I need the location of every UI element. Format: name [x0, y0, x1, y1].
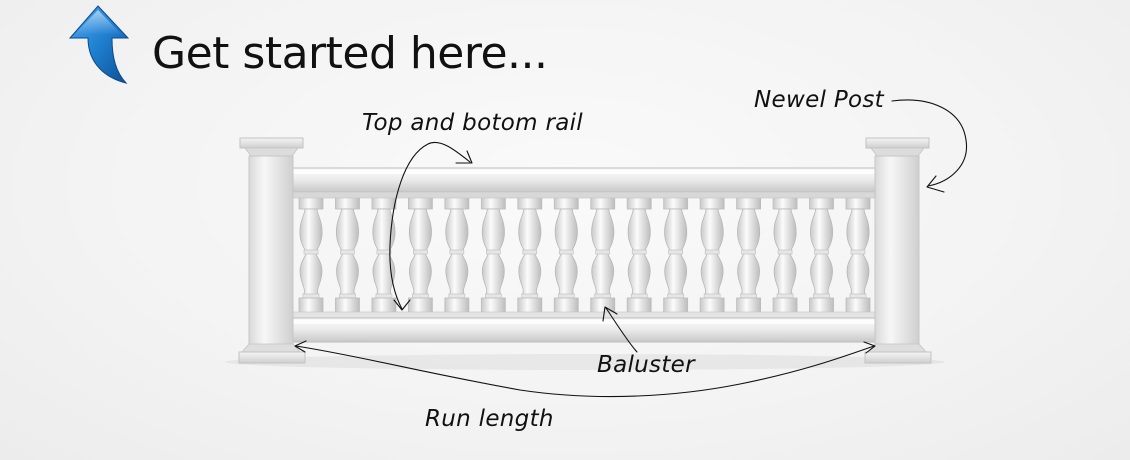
bottom-rail: [287, 311, 883, 343]
baluster: [480, 194, 506, 316]
up-arrow-icon[interactable]: [66, 4, 130, 86]
baluster: [444, 194, 470, 316]
baluster: [626, 194, 652, 316]
rail-arrowhead-top: [455, 150, 473, 164]
baluster: [699, 194, 725, 316]
baluster: [590, 194, 616, 316]
baluster: [772, 194, 798, 316]
baluster: [371, 194, 397, 316]
rail-pointer: [389, 142, 471, 310]
baluster: [517, 194, 543, 316]
baluster-group: [298, 194, 871, 316]
page-title: Get started here...: [152, 28, 548, 79]
label-baluster: Baluster: [597, 352, 695, 378]
label-newel-post: Newel Post: [754, 87, 884, 113]
label-run-length: Run length: [425, 406, 554, 432]
baluster: [298, 194, 324, 316]
run-length-pointer: [295, 345, 875, 398]
baluster: [335, 194, 360, 316]
top-rail: [287, 167, 883, 199]
label-rail: Top and botom rail: [362, 110, 583, 136]
run-length-arrowhead-right: [863, 341, 876, 354]
baluster-pointer: [605, 307, 638, 353]
baluster: [553, 194, 579, 316]
baluster: [736, 194, 761, 316]
newel-post-right: [864, 137, 932, 364]
newel-post-arrowhead: [926, 175, 945, 193]
baluster: [809, 194, 834, 316]
run-length-arrowhead-left: [294, 340, 307, 353]
newel-post-left: [238, 137, 306, 364]
baluster-arrowhead: [602, 306, 618, 322]
rail-arrowhead-bottom: [393, 299, 411, 311]
newel-post-pointer: [891, 99, 968, 187]
baluster: [845, 194, 871, 316]
baluster: [663, 194, 689, 316]
baluster: [407, 194, 433, 316]
